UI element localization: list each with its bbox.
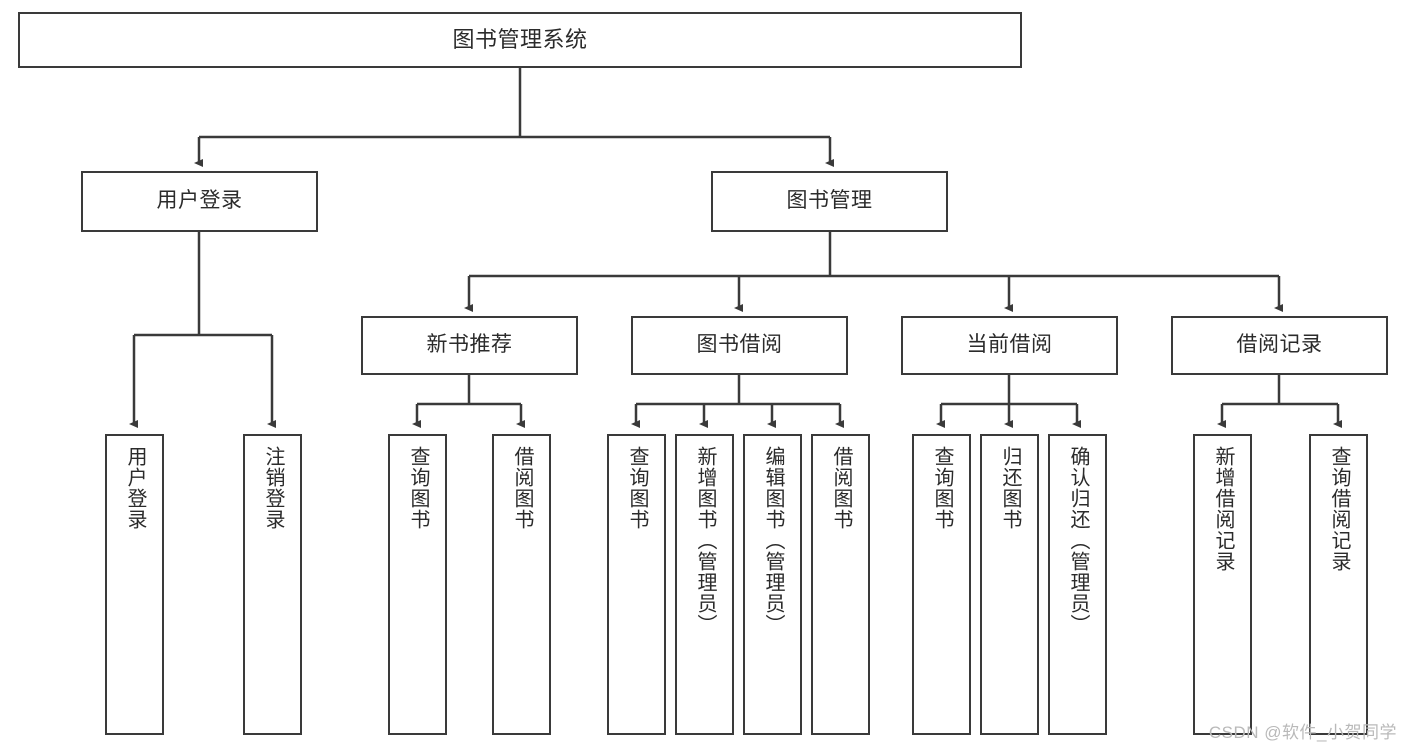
node-leaf-query-record[interactable]: 查询借阅记录 bbox=[1309, 434, 1368, 735]
node-current-borrow[interactable]: 当前借阅 bbox=[901, 316, 1118, 375]
node-root-label: 图书管理系统 bbox=[452, 27, 588, 53]
node-book-management-label: 图书管理 bbox=[786, 189, 873, 213]
node-current-borrow-label: 当前借阅 bbox=[966, 333, 1053, 357]
node-leaf-user-login-label: 用户登录 bbox=[124, 446, 146, 530]
watermark: CSDN @软件_小贺同学 bbox=[1208, 723, 1397, 742]
node-leaf-query-book-3-label: 查询图书 bbox=[931, 446, 953, 530]
node-borrow-record-label: 借阅记录 bbox=[1236, 333, 1323, 357]
node-leaf-borrow-book-1-label: 借阅图书 bbox=[511, 446, 533, 530]
node-leaf-logout-label: 注销登录 bbox=[262, 446, 284, 530]
node-book-borrow-label: 图书借阅 bbox=[696, 333, 783, 357]
node-leaf-return-book-label: 归还图书 bbox=[999, 446, 1021, 530]
node-leaf-return-book[interactable]: 归还图书 bbox=[980, 434, 1039, 735]
node-leaf-confirm-return-label: 确认归还（管理员） bbox=[1067, 446, 1089, 635]
node-leaf-add-record[interactable]: 新增借阅记录 bbox=[1193, 434, 1252, 735]
node-leaf-query-book-2[interactable]: 查询图书 bbox=[607, 434, 666, 735]
node-leaf-logout[interactable]: 注销登录 bbox=[243, 434, 302, 735]
node-leaf-borrow-book-2-label: 借阅图书 bbox=[830, 446, 852, 530]
node-leaf-query-book-1-label: 查询图书 bbox=[407, 446, 429, 530]
node-root[interactable]: 图书管理系统 bbox=[18, 12, 1022, 68]
node-leaf-add-book[interactable]: 新增图书（管理员） bbox=[675, 434, 734, 735]
node-leaf-user-login[interactable]: 用户登录 bbox=[105, 434, 164, 735]
node-user-login-label: 用户登录 bbox=[156, 189, 243, 213]
node-new-book-recommend-label: 新书推荐 bbox=[426, 333, 513, 357]
node-book-borrow[interactable]: 图书借阅 bbox=[631, 316, 848, 375]
node-leaf-borrow-book-1[interactable]: 借阅图书 bbox=[492, 434, 551, 735]
node-leaf-query-record-label: 查询借阅记录 bbox=[1328, 446, 1350, 572]
node-book-management[interactable]: 图书管理 bbox=[711, 171, 948, 232]
node-user-login[interactable]: 用户登录 bbox=[81, 171, 318, 232]
node-leaf-add-book-label: 新增图书（管理员） bbox=[694, 446, 716, 635]
node-leaf-query-book-2-label: 查询图书 bbox=[626, 446, 648, 530]
node-leaf-confirm-return[interactable]: 确认归还（管理员） bbox=[1048, 434, 1107, 735]
node-borrow-record[interactable]: 借阅记录 bbox=[1171, 316, 1388, 375]
node-leaf-edit-book[interactable]: 编辑图书（管理员） bbox=[743, 434, 802, 735]
node-leaf-query-book-3[interactable]: 查询图书 bbox=[912, 434, 971, 735]
node-leaf-add-record-label: 新增借阅记录 bbox=[1212, 446, 1234, 572]
node-leaf-edit-book-label: 编辑图书（管理员） bbox=[762, 446, 784, 635]
node-new-book-recommend[interactable]: 新书推荐 bbox=[361, 316, 578, 375]
node-leaf-query-book-1[interactable]: 查询图书 bbox=[388, 434, 447, 735]
node-leaf-borrow-book-2[interactable]: 借阅图书 bbox=[811, 434, 870, 735]
